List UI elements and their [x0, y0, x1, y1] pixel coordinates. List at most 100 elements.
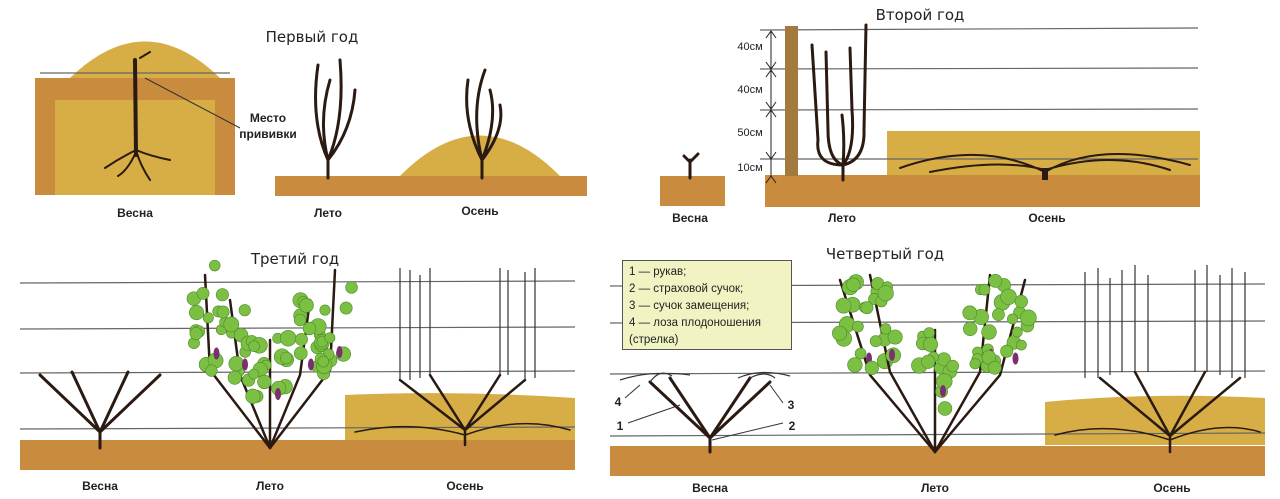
leaf: [1007, 313, 1018, 325]
autumn-trunk: [1042, 168, 1048, 180]
label-summer: Лето: [828, 211, 856, 225]
leaf: [946, 359, 959, 373]
autumn-canes: [399, 268, 536, 380]
grape-cluster: [213, 347, 220, 360]
autumn-buried-canes: [1054, 426, 1261, 441]
legend-item: 2 — страховой сучок;: [629, 283, 744, 295]
leaf: [189, 326, 203, 341]
wire: [19, 370, 576, 374]
grape-cluster: [275, 388, 281, 400]
leaf: [209, 259, 221, 272]
leaf: [887, 329, 903, 345]
autumn-arms: [398, 373, 527, 447]
summer-canes: [810, 23, 868, 182]
leaf: [202, 312, 214, 324]
dimension-label: 10см: [737, 162, 762, 174]
label-summer: Лето: [921, 481, 949, 495]
leaf: [869, 335, 882, 348]
leaf: [317, 355, 330, 368]
leaf: [864, 360, 879, 375]
autumn-canes: [1084, 265, 1246, 378]
year4-title: Четвертый год: [826, 245, 944, 263]
leaf: [216, 305, 230, 319]
leaf: [835, 297, 852, 314]
summer-vine: [186, 259, 358, 450]
leaf: [981, 324, 997, 340]
leaf: [248, 368, 260, 380]
leaf: [962, 321, 978, 337]
leaf: [257, 374, 272, 390]
grape-cluster: [242, 358, 248, 371]
grape-cluster: [940, 385, 946, 397]
vine-arm: [868, 273, 937, 454]
leaf: [215, 288, 229, 302]
wire: [19, 326, 576, 330]
leaf: [860, 301, 874, 315]
leaf: [1000, 344, 1014, 358]
leaf: [988, 274, 1003, 288]
leaf: [1011, 326, 1023, 338]
summer-shoots: [314, 58, 357, 180]
marker-4: 4: [615, 395, 622, 409]
label-autumn: Осень: [446, 479, 483, 493]
leaf: [223, 316, 240, 333]
legend-item: 4 — лоза плодоношения: [629, 317, 761, 329]
soil-strip: [765, 175, 1200, 207]
label-summer: Лето: [256, 479, 284, 493]
soil-mound: [887, 131, 1200, 175]
leaf: [279, 330, 297, 347]
year2-title: Второй год: [876, 6, 965, 24]
label-spring: Весна: [672, 211, 708, 225]
leaf: [923, 327, 935, 339]
dimension-label: 50см: [737, 127, 762, 139]
soil-wall: [215, 100, 235, 195]
graft-pointer: [144, 77, 241, 129]
wire: [19, 426, 576, 430]
leaf: [847, 357, 863, 373]
marker-2: 2: [789, 419, 796, 433]
grape-cluster: [336, 346, 343, 358]
leaf: [293, 313, 307, 327]
grape-cluster: [1012, 352, 1019, 365]
marker-pointers: [624, 384, 784, 441]
leaf: [319, 304, 331, 316]
leaf: [923, 336, 939, 352]
wire: [759, 108, 1199, 111]
spring-arms: [648, 376, 772, 454]
soil-strip: [610, 446, 1265, 476]
leaf: [324, 332, 336, 344]
leaf: [345, 281, 358, 294]
leaf: [877, 285, 894, 302]
label-autumn: Осень: [1028, 211, 1065, 225]
dimension-label: 40см: [737, 41, 762, 53]
leaf: [969, 358, 981, 370]
leaf: [196, 286, 210, 300]
leaf: [921, 354, 936, 369]
leaf: [280, 351, 293, 365]
legend-box: 1 — рукав; 2 — страховой сучок; 3 — сучо…: [622, 260, 792, 350]
leaf: [852, 320, 864, 333]
legend-item: 3 — сучок замещения;: [629, 300, 750, 312]
wire: [759, 67, 1199, 70]
leaf: [832, 325, 848, 341]
autumn-buried-canes: [354, 422, 571, 436]
leaf: [1016, 339, 1027, 351]
leaf: [248, 340, 260, 352]
label-spring: Весна: [82, 479, 118, 493]
soil-strip: [20, 440, 575, 470]
year4-panel: Четвертый год 4 1 3 2 Весна Лето Осень: [609, 245, 1266, 495]
leaf: [299, 297, 314, 313]
leaf: [245, 388, 261, 404]
leaf: [978, 283, 991, 296]
leaf: [937, 401, 953, 416]
soil-strip: [275, 176, 587, 196]
year2-panel: Второй год Весна 40см 40см 50см 10см Лет…: [660, 6, 1200, 225]
vine-arm: [933, 273, 992, 454]
summer-vine: [832, 273, 1037, 454]
marker-3: 3: [788, 398, 795, 412]
year1-panel: Место прививки Весна Первый год Лето Осе…: [35, 28, 587, 220]
label-summer: Лето: [314, 206, 342, 220]
soil-mound: [345, 393, 575, 440]
soil-mound: [1045, 395, 1265, 445]
